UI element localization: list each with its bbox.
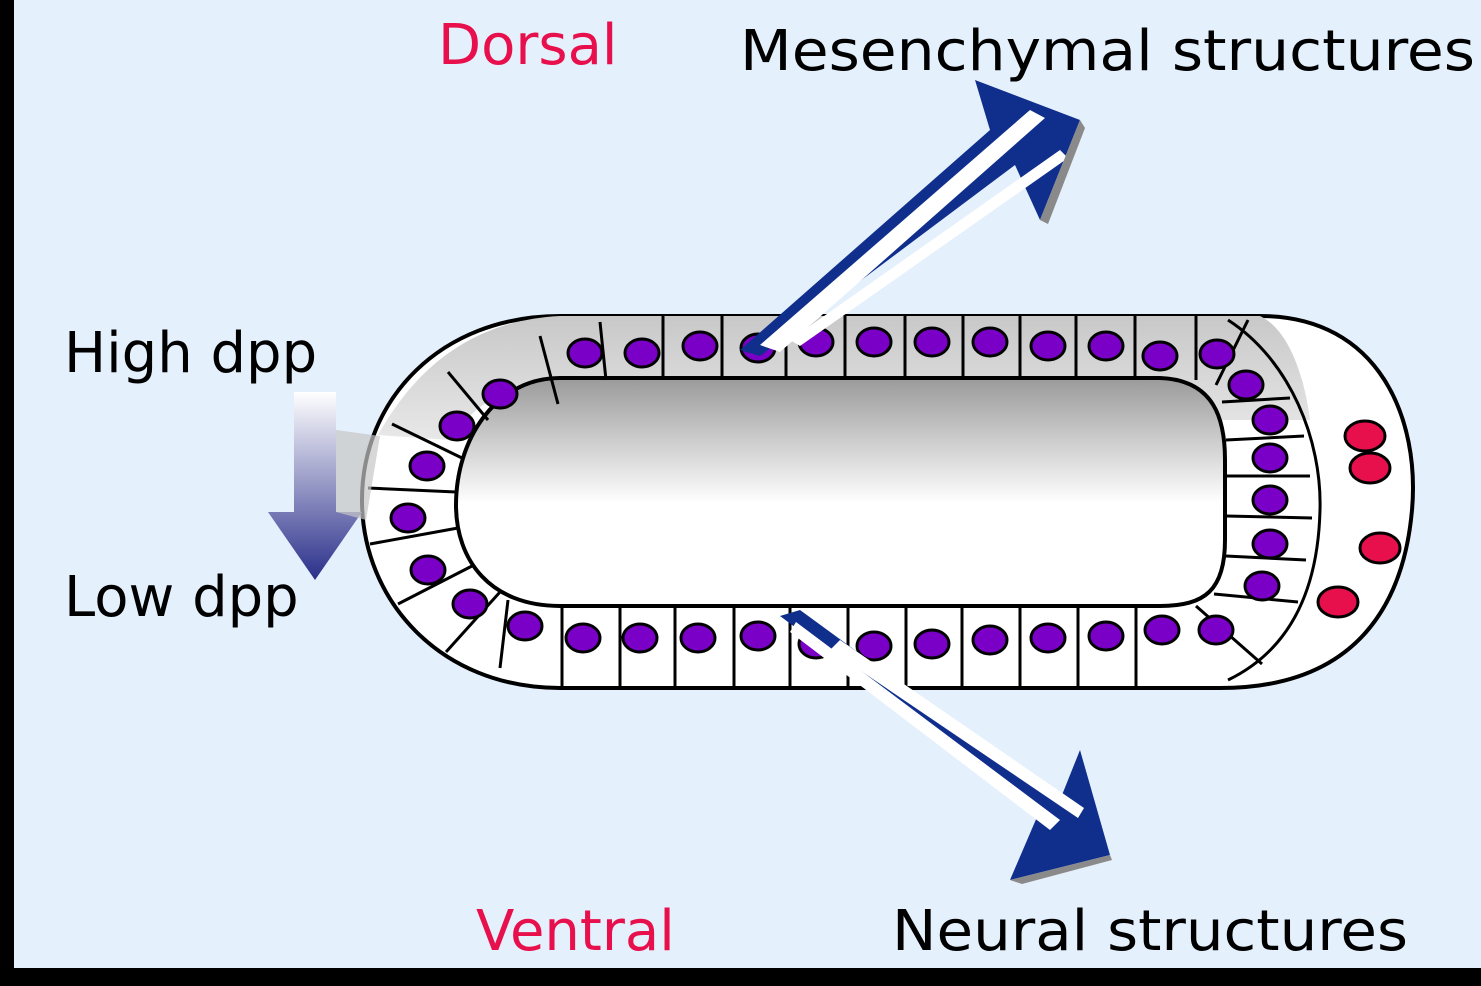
mesenchymal-label: Mesenchymal structures	[740, 19, 1475, 84]
yolk	[456, 378, 1225, 606]
high-dpp-label: High dpp	[64, 321, 317, 386]
low-dpp-label: Low dpp	[64, 565, 299, 630]
ventral-label: Ventral	[476, 899, 675, 964]
dorsal-label: Dorsal	[438, 13, 617, 78]
neural-label: Neural structures	[892, 899, 1408, 964]
